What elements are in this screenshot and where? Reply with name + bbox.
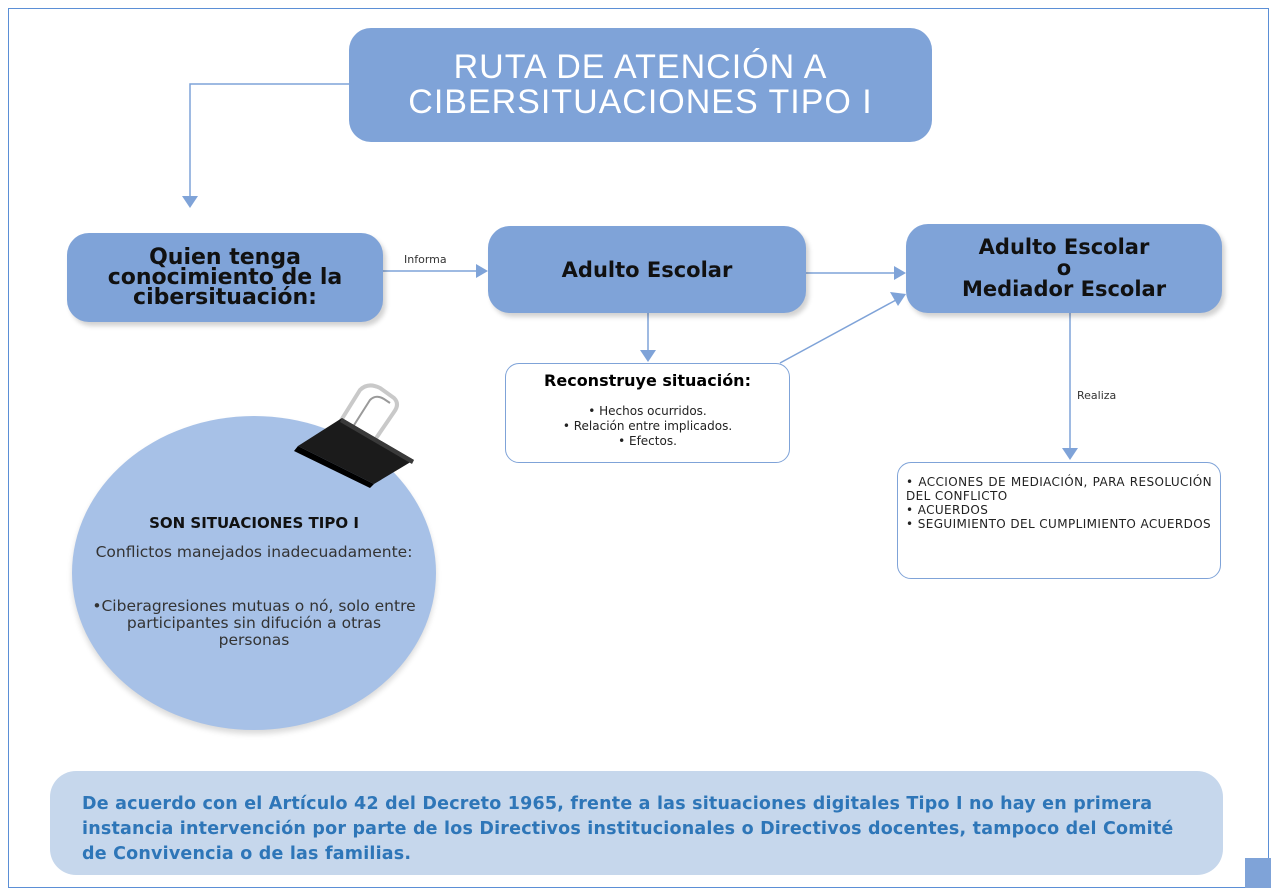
arrowhead xyxy=(1062,448,1078,460)
edge-label-informa: Informa xyxy=(404,253,447,266)
situaciones-heading: SON SITUACIONES TIPO I xyxy=(149,514,359,532)
reconstruye-heading: Reconstruye situación: xyxy=(544,371,751,390)
node-adulto-escolar: Adulto Escolar xyxy=(488,226,806,313)
page-corner-marker xyxy=(1245,858,1271,888)
node-mediador-line-2: o xyxy=(1056,256,1072,280)
page-frame xyxy=(8,8,1269,888)
reconstruye-list: • Hechos ocurridos. • Relación entre imp… xyxy=(506,404,789,449)
node-quien-tenga-conocimiento: Quien tenga conocimiento de la cibersitu… xyxy=(67,233,383,322)
footer-text: De acuerdo con el Artículo 42 del Decret… xyxy=(82,794,1174,864)
list-item: • SEGUIMIENTO DEL CUMPLIMIENTO ACUERDOS xyxy=(906,517,1212,531)
acciones-card: • ACCIONES DE MEDIACIÓN, PARA RESOLUCIÓN… xyxy=(897,462,1221,579)
list-item: • ACCIONES DE MEDIACIÓN, PARA RESOLUCIÓN… xyxy=(906,475,1212,503)
list-item: • Efectos. xyxy=(618,434,677,448)
connector-reconstruye-to-mediador xyxy=(779,299,897,364)
node-mediador-escolar: Adulto Escolar o Mediador Escolar xyxy=(906,224,1222,313)
node-quien-line-1: Quien tenga xyxy=(149,244,301,270)
list-item: • Hechos ocurridos. xyxy=(588,404,707,418)
title-line-1: RUTA DE ATENCIÓN A xyxy=(453,48,828,86)
situaciones-text-2: •Ciberagresiones mutuas o nó, solo entre… xyxy=(92,597,416,649)
list-item: • ACUERDOS xyxy=(906,503,989,517)
title-line-2: CIBERSITUACIONES TIPO I xyxy=(408,83,873,121)
connector-title-to-quien xyxy=(189,83,349,196)
arrowhead xyxy=(640,350,656,362)
node-quien-line-3: cibersituación: xyxy=(133,284,317,310)
arrowhead xyxy=(182,196,198,208)
situaciones-text-1: Conflictos manejados inadecuadamente: xyxy=(95,543,413,561)
binder-clip-icon xyxy=(294,383,414,488)
list-item: • Relación entre implicados. xyxy=(562,419,733,433)
node-mediador-line-1: Adulto Escolar xyxy=(978,235,1150,259)
node-quien-line-2: conocimiento de la xyxy=(107,264,343,290)
edge-label-realiza: Realiza xyxy=(1077,389,1117,402)
arrowhead xyxy=(476,264,488,278)
node-adulto-label: Adulto Escolar xyxy=(561,257,733,282)
diagram-title: RUTA DE ATENCIÓN A CIBERSITUACIONES TIPO… xyxy=(349,28,932,142)
arrowhead xyxy=(894,266,906,280)
arrowhead xyxy=(890,292,906,306)
footer-note: De acuerdo con el Artículo 42 del Decret… xyxy=(50,771,1223,875)
node-mediador-line-3: Mediador Escolar xyxy=(961,277,1167,301)
reconstruye-card: Reconstruye situación: • Hechos ocurrido… xyxy=(505,363,790,463)
